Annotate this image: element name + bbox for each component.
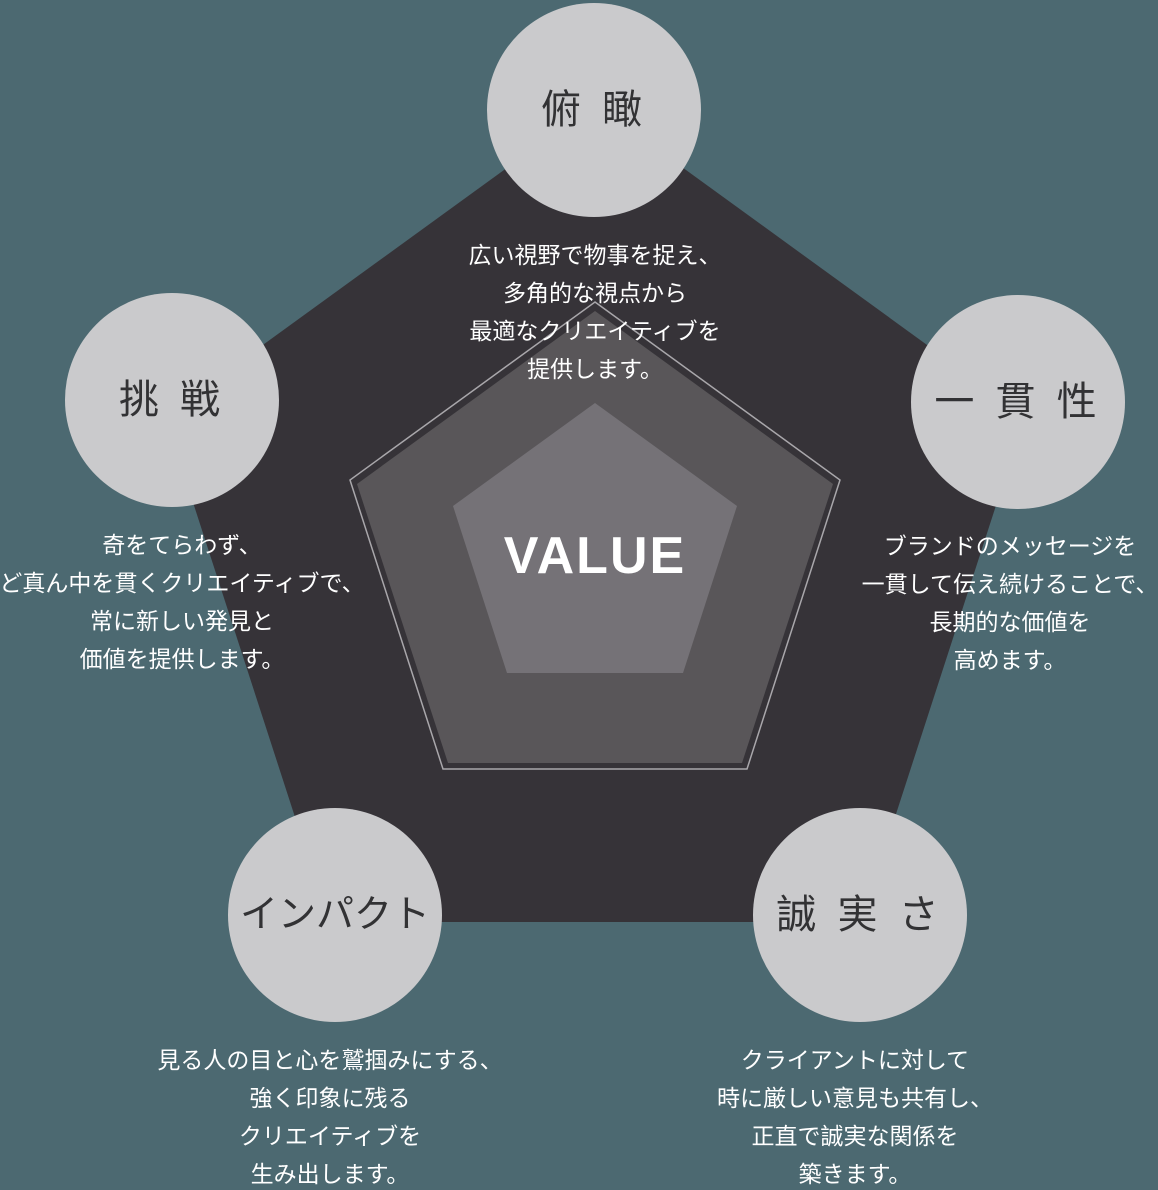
node-description-consistency: ブランドのメッセージを 一貫して伝え続けることで、 長期的な価値を 高めます。 <box>861 533 1158 673</box>
pentagon-middle-outline <box>349 301 841 770</box>
node-label-overview: 俯 瞰 <box>540 88 648 132</box>
node-label-sincerity: 誠 実 さ <box>776 893 944 937</box>
node-label-consistency: 一 貫 性 <box>934 380 1102 424</box>
node-label-challenge: 挑 戦 <box>118 378 226 422</box>
node-label-impact: インパクト <box>239 894 430 936</box>
node-description-impact: 見る人の目と心を鷲掴みにする、 強く印象に残る クリエイティブを 生み出します。 <box>157 1047 503 1187</box>
node-circle-challenge: 挑 戦 <box>65 293 279 507</box>
node-circle-consistency: 一 貫 性 <box>911 295 1125 509</box>
node-circle-impact: インパクト <box>228 808 442 1022</box>
node-circle-sincerity: 誠 実 さ <box>753 808 967 1022</box>
value-title: VALUE <box>503 527 687 585</box>
pentagon-inner <box>453 403 737 673</box>
node-description-overview: 広い視野で物事を捉え、 多角的な視点から 最適なクリエイティブを 提供します。 <box>468 242 722 382</box>
node-circle-overview: 俯 瞰 <box>487 3 701 217</box>
node-description-sincerity: クライアントに対して 時に厳しい意見も共有し、 正直で誠実な関係を 築きます。 <box>717 1047 993 1187</box>
node-description-challenge: 奇をてらわず、 ど真ん中を貫くクリエイティブで、 常に新しい発見と 価値を提供し… <box>0 532 365 672</box>
